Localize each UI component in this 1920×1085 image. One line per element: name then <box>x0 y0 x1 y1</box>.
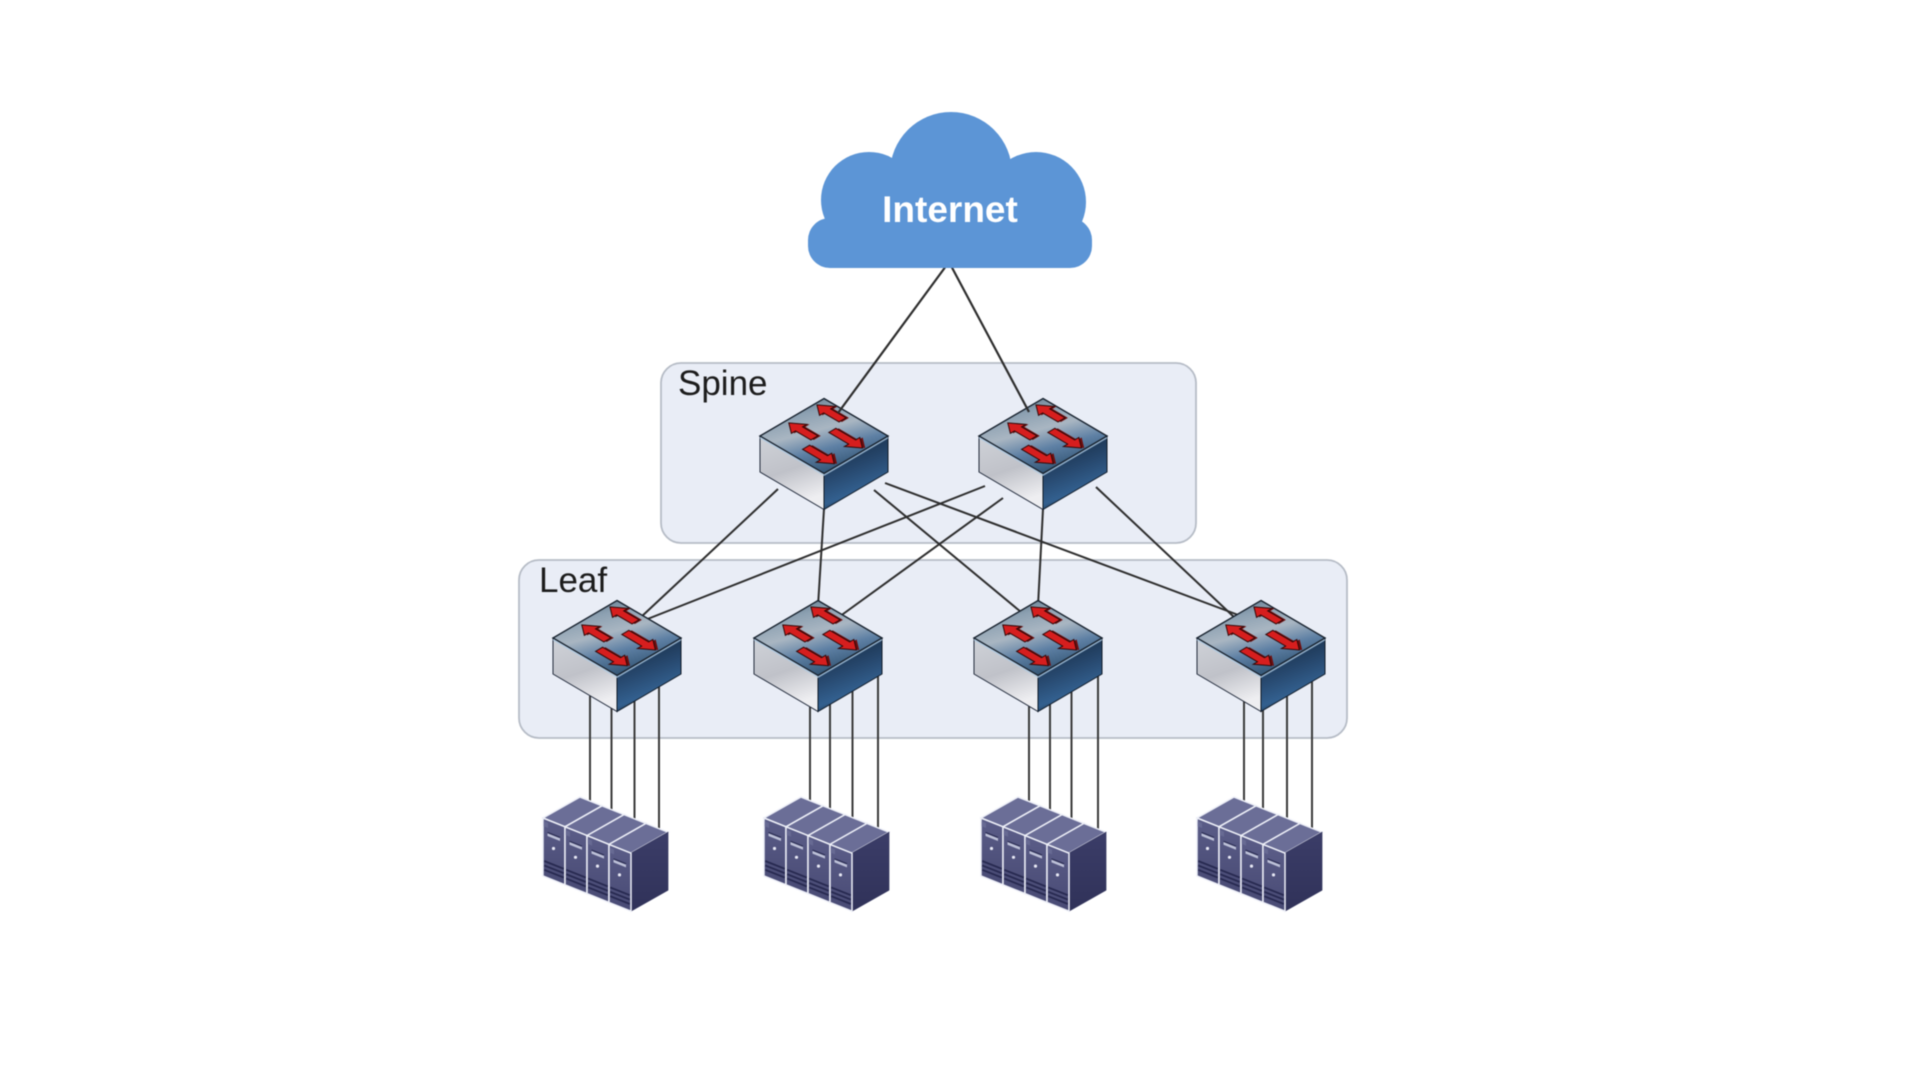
svg-text:Spine: Spine <box>678 364 768 403</box>
svg-text:Internet: Internet <box>882 189 1018 230</box>
svg-text:Leaf: Leaf <box>539 561 607 600</box>
